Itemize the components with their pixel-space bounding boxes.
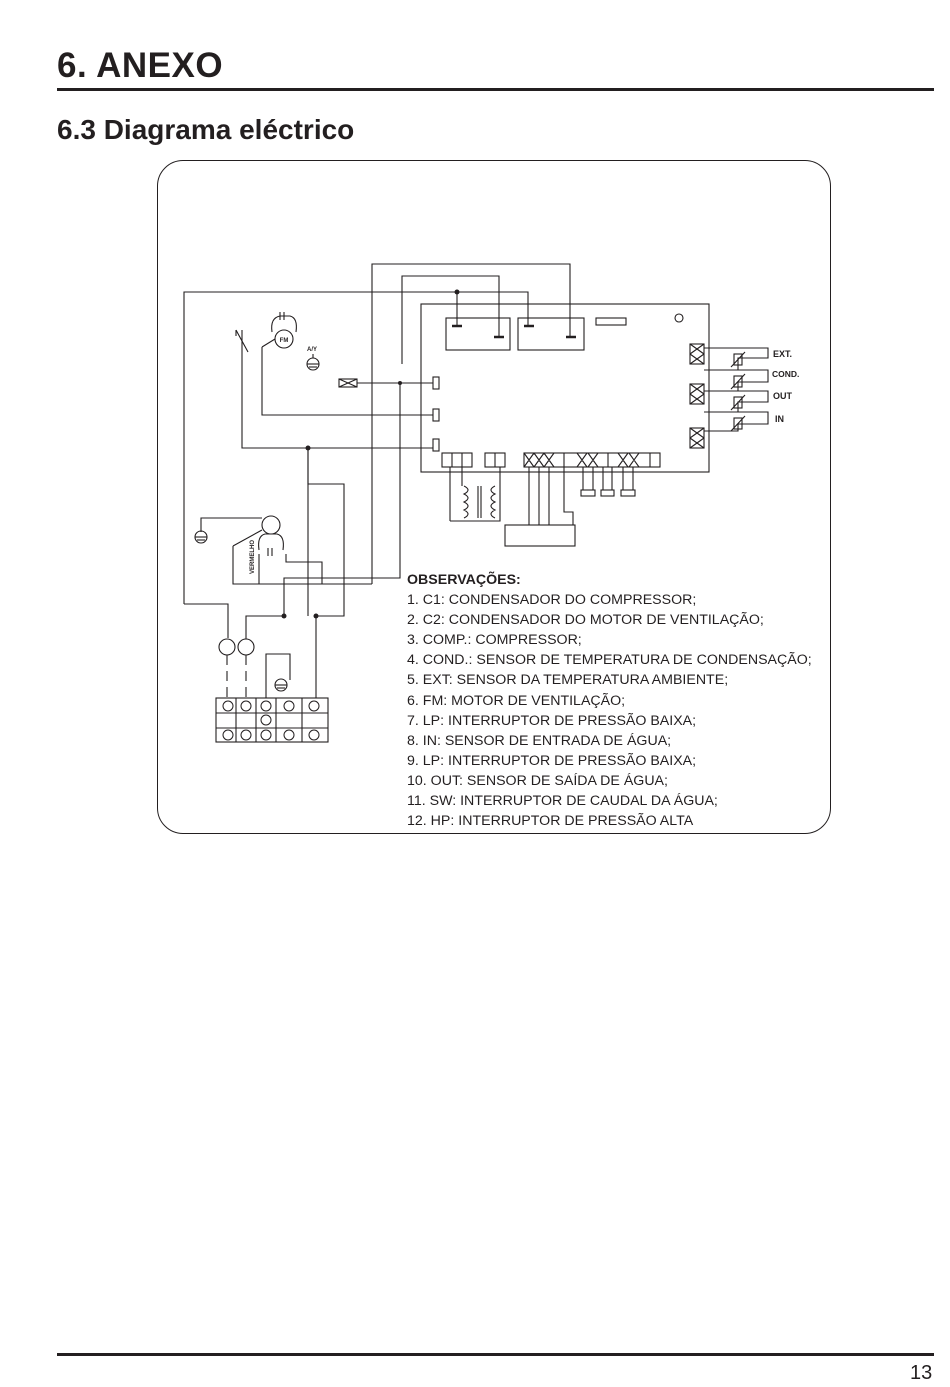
diagram-frame xyxy=(157,160,831,834)
fuse xyxy=(595,317,627,326)
subsection-title: 6.3 Diagrama eléctrico xyxy=(57,114,355,145)
note-item: 3. COMP.: COMPRESSOR; xyxy=(407,632,582,649)
note-item: 8. IN: SENSOR DE ENTRADA DE ÁGUA; xyxy=(407,732,672,749)
note-item: 6. FM: MOTOR DE VENTILAÇÃO; xyxy=(407,692,626,709)
note-item: 2. C2: CONDENSADOR DO MOTOR DE VENTILAÇÃ… xyxy=(407,612,764,629)
note-item: 7. LP: INTERRUPTOR DE PRESSÃO BAIXA; xyxy=(407,712,697,729)
board-led xyxy=(674,313,684,323)
in-label: IN xyxy=(775,414,784,424)
note-item: 10. OUT: SENSOR DE SAÍDA DE ÁGUA; xyxy=(407,772,668,789)
note-item: 12. HP: INTERRUPTOR DE PRESSÃO ALTA xyxy=(407,813,694,830)
page-number: 13 xyxy=(910,1362,933,1384)
note-item: 1. C1: CONDENSADOR DO COMPRESSOR; xyxy=(407,592,697,609)
section-title: 6. ANEXO xyxy=(57,46,224,85)
note-item: 4. COND.: SENSOR DE TEMPERATURA DE CONDE… xyxy=(407,652,812,669)
ext-label: EXT. xyxy=(773,349,792,359)
terminal-block xyxy=(215,697,329,743)
out-label: OUT xyxy=(773,391,793,401)
header-rule xyxy=(57,88,934,91)
relay-2 xyxy=(517,317,585,351)
footer-rule xyxy=(57,1353,934,1356)
cond-label: COND. xyxy=(772,369,799,379)
vermelho-label: VERMELHO xyxy=(250,540,256,574)
note-item: 11. SW: INTERRUPTOR DE CAUDAL DA ÁGUA; xyxy=(407,793,718,810)
fm-label: FM xyxy=(280,338,289,344)
relay-1 xyxy=(445,317,511,351)
note-item: 9. LP: INTERRUPTOR DE PRESSÃO BAIXA; xyxy=(407,752,697,769)
control-board xyxy=(420,303,710,473)
notes-title: OBSERVAÇÕES: xyxy=(407,572,521,588)
note-item: 5. EXT: SENSOR DA TEMPERATURA AMBIENTE; xyxy=(407,672,729,689)
compressor-symbol xyxy=(261,515,281,535)
ay-label: A/Y xyxy=(307,347,317,353)
notes-block: OBSERVAÇÕES: 1. C1: CONDENSADOR DO COMPR… xyxy=(407,570,812,831)
